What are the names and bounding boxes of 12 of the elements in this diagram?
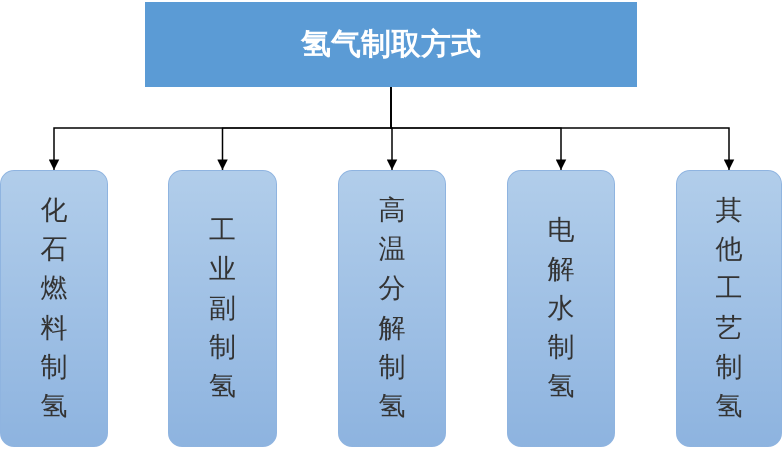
category-label: 电解水制氢	[548, 214, 574, 404]
category-box	[507, 170, 615, 447]
category-box	[0, 170, 108, 447]
title-box	[145, 2, 637, 87]
category-label: 工业副制氢	[209, 214, 236, 404]
category-box	[338, 170, 446, 447]
category-box	[168, 170, 277, 447]
category-label: 化石燃料制氢	[40, 194, 68, 424]
category-box	[676, 170, 782, 447]
category-label: 其他工艺制氢	[716, 194, 742, 424]
title-text: 氢气制取方式	[301, 26, 481, 64]
category-label: 高温分解制氢	[378, 194, 406, 424]
